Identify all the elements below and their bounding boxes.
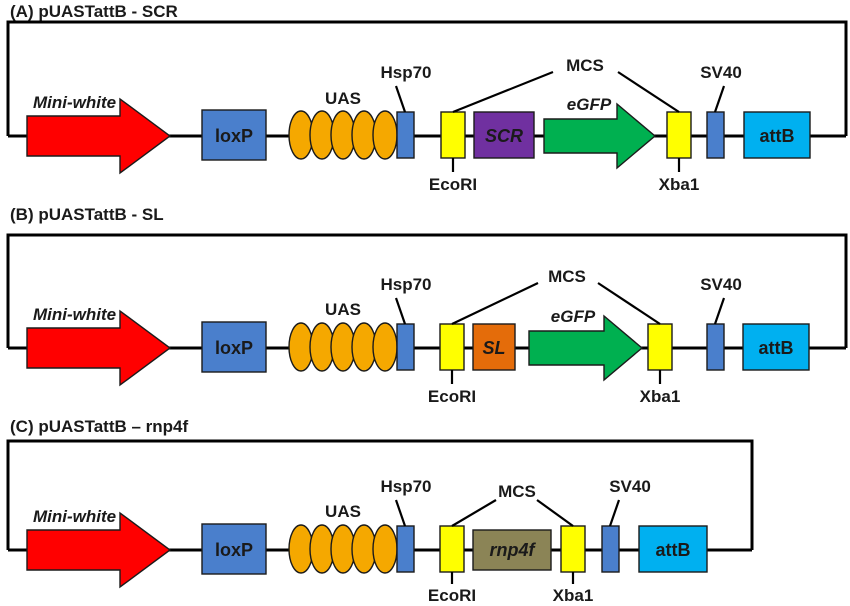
panel-a-title: (A) pUASTattB - SCR	[10, 2, 178, 21]
panel-a: (A) pUASTattB - SCR Mini-white loxP UAS …	[6, 2, 848, 194]
panel-b-hsp70-pointer	[394, 297, 407, 325]
panel-c-attb-box	[638, 525, 708, 573]
panel-b-mcs-line-left	[451, 282, 539, 325]
panel-b-backbone-loop	[6, 233, 848, 348]
panel-c-hsp70-box	[396, 525, 415, 573]
panel-c-mini-white-arrow	[26, 511, 172, 589]
panel-a-sv40-label: SV40	[700, 63, 742, 82]
panel-b-hsp70-box	[396, 323, 415, 371]
panel-c-sv40-pointer	[608, 499, 621, 527]
panel-a-backbone-loop	[6, 20, 848, 136]
panel-a-attb-label: attB	[760, 126, 795, 146]
panel-c-mcs-line-left	[451, 499, 497, 527]
panel-b-mcs-label: MCS	[548, 267, 586, 286]
panel-a-egfp-arrow	[543, 102, 657, 170]
panel-a-ecori-box	[440, 111, 466, 159]
panel-a-xba1-box	[666, 111, 692, 159]
panel-c-title: (C) pUASTattB – rnp4f	[10, 417, 189, 436]
panel-b-loxp-box	[201, 321, 267, 373]
panel-a-loxp-label: loxP	[215, 126, 253, 146]
panel-b-sv40-label: SV40	[700, 275, 742, 294]
panel-c-hsp70-pointer	[394, 499, 407, 527]
panel-a-hsp70-pointer	[394, 85, 407, 113]
panel-a-sv40-pointer	[713, 85, 726, 113]
panel-c-loxp-label: loxP	[215, 540, 253, 560]
panel-a-sv40-box	[706, 111, 725, 159]
panel-a-mcs-line-right	[617, 71, 680, 113]
panel-c-hsp70-label: Hsp70	[380, 477, 431, 496]
panel-b-mini-white-label: Mini-white	[33, 305, 116, 324]
panel-a-mini-white-label: Mini-white	[33, 93, 116, 112]
panel-b-title: (B) pUASTattB - SL	[10, 205, 164, 224]
panel-a-scr-box	[473, 111, 535, 159]
panel-b-attb-label: attB	[759, 338, 794, 358]
panel-a-mcs-label: MCS	[566, 56, 604, 75]
panel-c-uas-label: UAS	[325, 502, 361, 521]
panel-c-mcs-label: MCS	[498, 482, 536, 501]
panel-c-attb-label: attB	[656, 540, 691, 560]
panel-b-mini-white-arrow	[26, 309, 172, 387]
panel-c-sv40-label: SV40	[609, 477, 651, 496]
panel-a-uas-ellipse-5	[372, 110, 398, 160]
panel-c-mcs-line-right	[536, 499, 574, 527]
panel-c-xba1-label: Xba1	[553, 586, 594, 605]
panel-c-mini-white-label: Mini-white	[33, 507, 116, 526]
panel-b-attb-box	[742, 323, 810, 371]
panel-a-attb-box	[743, 111, 811, 159]
panel-b-sv40-box	[706, 323, 725, 371]
panel-c-rnp4f-label: rnp4f	[490, 540, 537, 560]
panel-b-hsp70-label: Hsp70	[380, 275, 431, 294]
panel-a-mcs-line-left	[452, 70, 554, 114]
panel-c-sv40-box	[601, 525, 620, 573]
panel-a-uas-label: UAS	[325, 89, 361, 108]
panel-a-xba1-label: Xba1	[659, 175, 700, 194]
panel-a-hsp70-box	[396, 111, 415, 159]
panel-b-uas-ellipse-5	[372, 322, 398, 372]
panel-b-xba1-label: Xba1	[640, 387, 681, 406]
panel-c: (C) pUASTattB – rnp4f Mini-white loxP UA…	[6, 417, 754, 605]
panel-b-uas-label: UAS	[325, 300, 361, 319]
panel-c-rnp4f-box	[472, 529, 552, 571]
panel-a-mini-white-arrow	[26, 97, 172, 175]
panel-a-hsp70-label: Hsp70	[380, 63, 431, 82]
panel-b-loxp-label: loxP	[215, 338, 253, 358]
panel-c-backbone-loop	[6, 439, 754, 550]
panel-b-xba1-box	[647, 323, 673, 371]
panel-c-ecori-label: EcoRI	[428, 586, 476, 605]
panel-c-xba1-box	[560, 525, 586, 573]
panel-a-ecori-label: EcoRI	[429, 175, 477, 194]
panel-b-sl-label: SL	[482, 338, 505, 358]
panel-b-ecori-box	[439, 323, 465, 371]
panel-a-egfp-label: eGFP	[567, 95, 612, 114]
panel-b-mcs-line-right	[597, 282, 661, 325]
panel-a-scr-label: SCR	[485, 126, 523, 146]
panel-b-sl-box	[472, 323, 516, 371]
panel-c-ecori-box	[439, 525, 465, 573]
panel-b-sv40-pointer	[713, 297, 726, 325]
panel-a-loxp-box	[201, 109, 267, 161]
panel-b-egfp-arrow	[528, 314, 644, 382]
panel-b: (B) pUASTattB - SL Mini-white loxP UAS H…	[6, 205, 848, 406]
panel-c-uas-ellipse-5	[372, 524, 398, 574]
panel-b-egfp-label: eGFP	[551, 307, 596, 326]
panel-b-ecori-label: EcoRI	[428, 387, 476, 406]
panel-c-loxp-box	[201, 523, 267, 575]
